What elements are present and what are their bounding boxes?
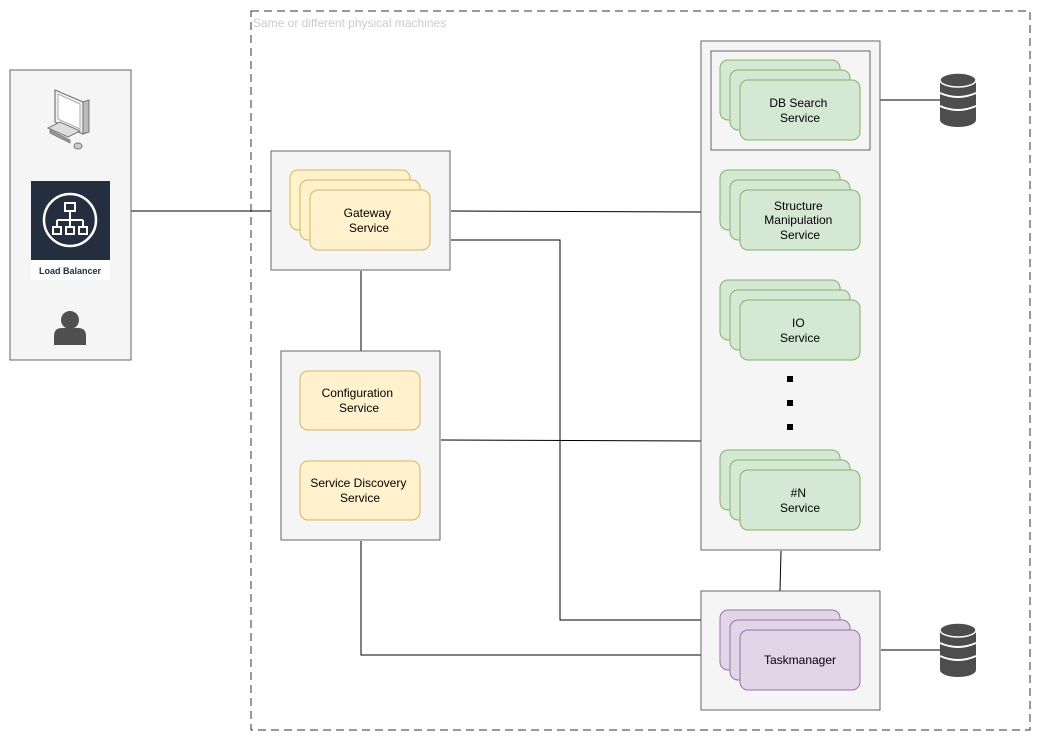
load-balancer-icon: [31, 181, 110, 280]
io-service-label: IO Service: [780, 316, 820, 345]
user-icon: [54, 311, 86, 345]
n-service-label: #N Service: [780, 486, 820, 515]
connector-config-taskmanager: [360, 541, 701, 656]
structure-service-label: Structure Manipulation Service: [764, 199, 835, 242]
gateway-service-stack: [289, 169, 431, 251]
db-search-service-stack: [719, 59, 861, 141]
connector-gateway-services: [450, 210, 702, 213]
n-service-stack: [719, 449, 861, 531]
database-icon: [939, 72, 977, 127]
gateway-service-label: Gateway Service: [344, 206, 395, 235]
load-balancer-label: Load Balancer: [39, 266, 102, 276]
connector-gateway-taskmanager: [451, 239, 701, 621]
database-icon: [939, 622, 977, 677]
connector-services-taskmanager: [779, 550, 782, 592]
db-search-service-label: DB Search Service: [769, 96, 830, 125]
configuration-service-label: Configuration Service: [322, 386, 397, 415]
io-service-stack: [719, 279, 861, 361]
taskmanager-stack: [719, 609, 861, 691]
service-discovery-label: Service Discovery Service: [310, 476, 409, 505]
taskmanager-label: Taskmanager: [764, 653, 836, 667]
service-discovery-service: [299, 460, 421, 521]
machine-boundary-label: Same or different physical machines: [253, 16, 446, 30]
configuration-service: [299, 370, 421, 431]
ellipsis-dots: [787, 376, 793, 430]
connectors: [131, 99, 940, 656]
connector-config-services: [440, 439, 702, 442]
machine-boundary: [250, 10, 1031, 731]
computer-icon: [46, 89, 90, 150]
structure-service-stack: [719, 169, 861, 251]
